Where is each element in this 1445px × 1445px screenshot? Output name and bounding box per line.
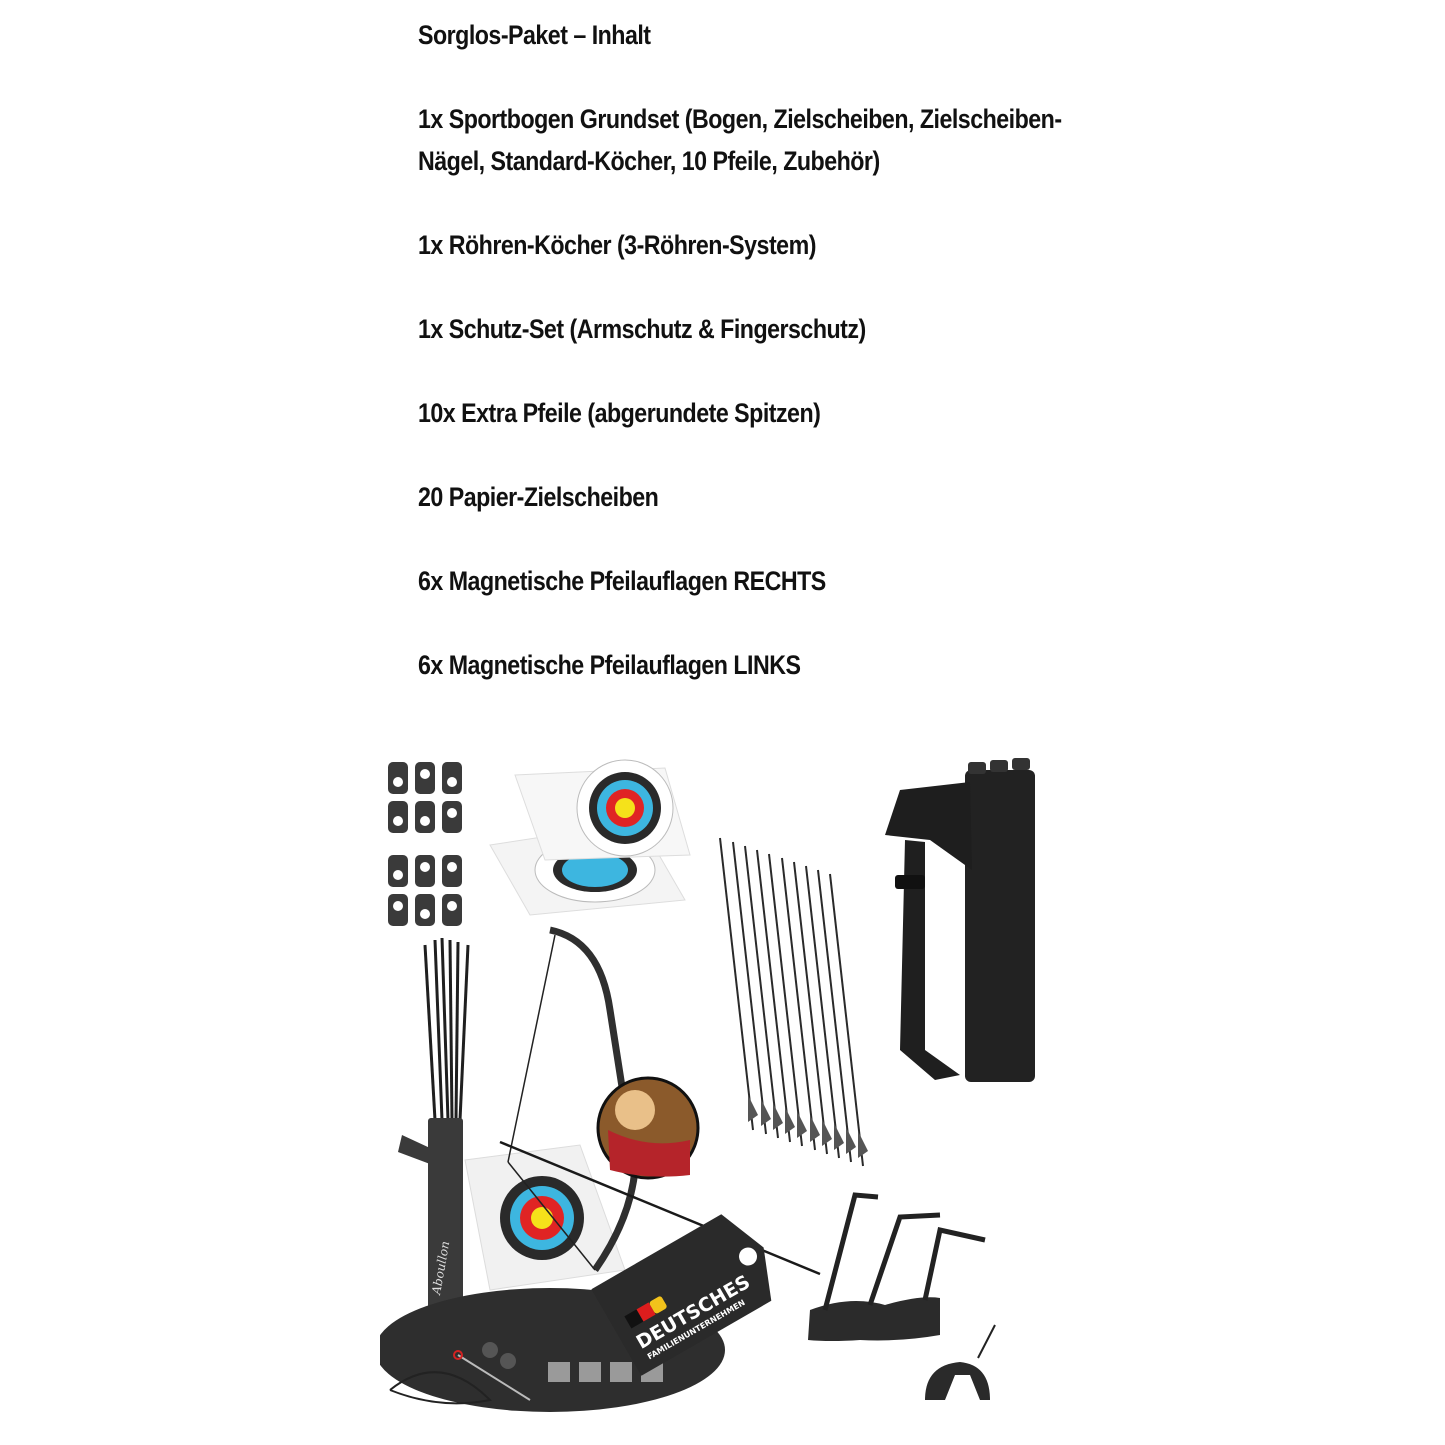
list-item: 6x Magnetische Pfeilauflagen LINKS <box>418 650 801 680</box>
arrow-rests-icon <box>388 762 462 926</box>
finger-tab-icon <box>925 1324 996 1400</box>
package-contents: Sorglos-Paket – Inhalt 1x Sportbogen Gru… <box>418 14 1062 686</box>
package-title: Sorglos-Paket – Inhalt <box>418 20 651 50</box>
list-item: 20 Papier-Zielscheiben <box>418 482 659 512</box>
arm-guard-icon <box>808 1192 986 1341</box>
paper-targets-icon <box>489 759 691 916</box>
family-business-badge: DEUTSCHES FAMILIENUNTERNEHMEN <box>591 1214 772 1376</box>
list-item: 6x Magnetische Pfeilauflagen RECHTS <box>418 566 826 596</box>
target-nails-icon <box>548 1362 663 1382</box>
extra-arrows-icon <box>719 837 864 1167</box>
list-item: 1x Röhren-Köcher (3-Röhren-System) <box>418 230 816 260</box>
list-item: 10x Extra Pfeile (abgerundete Spitzen) <box>418 398 821 428</box>
archer-photo-icon <box>596 1076 700 1180</box>
list-item: 1x Sportbogen Grundset (Bogen, Zielschei… <box>418 104 1062 176</box>
list-item: 1x Schutz-Set (Armschutz & Fingerschutz) <box>418 314 866 344</box>
target-face-icon <box>464 1144 626 1291</box>
accessories-icon <box>389 1342 531 1405</box>
product-image: Aboullon <box>380 750 1060 1440</box>
standard-quiver-icon: Aboullon <box>398 937 470 1348</box>
tube-quiver-icon <box>885 758 1035 1082</box>
